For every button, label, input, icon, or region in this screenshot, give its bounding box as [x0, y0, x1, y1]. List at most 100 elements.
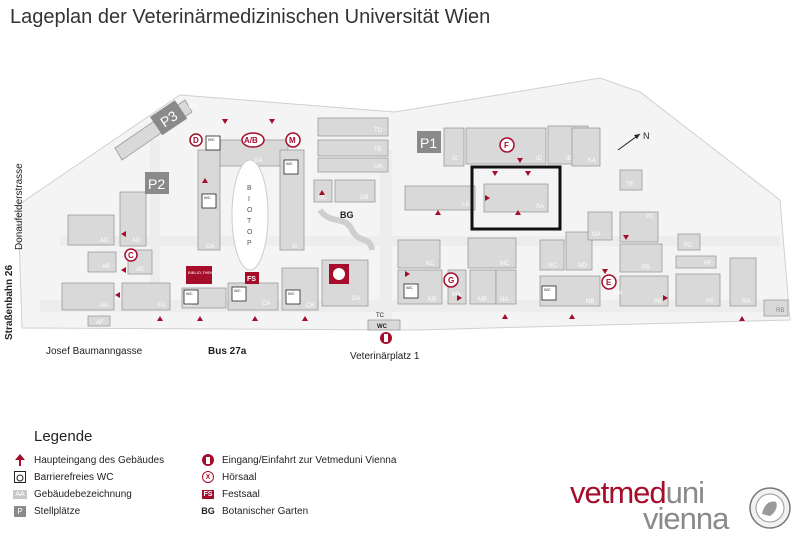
- university-seal-icon: [749, 487, 791, 529]
- label-cb: CB: [306, 303, 314, 309]
- label-oa: OA: [614, 291, 623, 297]
- building-ib: [443, 127, 465, 167]
- label-pc: PC: [646, 214, 655, 220]
- legend-botanical-garden: BG Botanischer Garten: [201, 505, 309, 517]
- entrance-arrow: [623, 235, 629, 240]
- label-fa: GA: [254, 158, 263, 164]
- label-tb: TD: [374, 128, 383, 134]
- building-sa: [483, 183, 549, 213]
- parking-p3: P3: [150, 100, 188, 136]
- entrance-arrow: [302, 316, 308, 321]
- building-nd: [587, 211, 613, 241]
- svg-text:WC: WC: [208, 137, 215, 142]
- biotop-letter: T: [247, 218, 252, 225]
- legend-title: Legende: [34, 428, 93, 445]
- svg-text:C: C: [128, 251, 134, 260]
- label-pb: PB: [642, 265, 650, 271]
- accessible-wc-icon: WC: [403, 283, 419, 299]
- label-kc: LA: [462, 202, 469, 208]
- label-tc: TE: [374, 147, 382, 153]
- entrance-arrow: [525, 171, 531, 176]
- label-na: NB: [586, 299, 594, 305]
- main-entrance-icon: [380, 332, 392, 344]
- biotop-letter: P: [247, 240, 252, 247]
- building-kb: [397, 239, 441, 269]
- building-af: [87, 315, 111, 327]
- label-pd: PD: [684, 243, 693, 249]
- building-ad: [119, 191, 147, 247]
- street-donaufelderstrasse: Donaufelderstrasse: [14, 163, 25, 250]
- vetmeduni-logo: vetmeduni vienna: [570, 475, 800, 534]
- building-ra: [729, 257, 757, 307]
- svg-text:P1: P1: [420, 135, 437, 151]
- building-ua: [619, 169, 643, 191]
- accessible-wc-icon: WC: [231, 286, 247, 302]
- lecture-hall-m: M: [285, 132, 301, 148]
- lecture-hall-ab: A/B: [241, 132, 265, 148]
- building-tb: [317, 117, 389, 137]
- label-ma: MB: [478, 297, 487, 303]
- biotop-letter: O: [247, 207, 253, 214]
- mensa-icon: [329, 264, 349, 284]
- entrance-arrow: [663, 295, 668, 301]
- svg-text:N: N: [643, 131, 650, 141]
- svg-text:M: M: [289, 136, 296, 145]
- label-ka: KB: [428, 297, 436, 303]
- library-icon: BIBLIO-THEK: [186, 266, 213, 284]
- highlighted-building-sa: [470, 165, 562, 231]
- festsaal-icon: FS: [201, 489, 215, 499]
- entrance-arrow: [252, 316, 258, 321]
- label-ta: TC: [376, 313, 385, 319]
- building-pa: [619, 275, 669, 307]
- building-wa: [367, 319, 401, 331]
- logo-vienna: vienna: [643, 501, 729, 536]
- legend-lecture-hall: X Hörsaal: [200, 469, 256, 485]
- entrance-arrow: [739, 316, 745, 321]
- lecture-hall-e: E: [601, 274, 617, 290]
- building-rb: [763, 299, 789, 317]
- biotop-letter: I: [248, 196, 250, 203]
- entrance-arrow: [115, 292, 120, 298]
- festsaal-icon: FS: [245, 272, 259, 284]
- north-arrow-icon: N: [617, 131, 650, 151]
- svg-text:WC: WC: [186, 291, 193, 296]
- building-tc: [317, 139, 389, 157]
- building-code-icon: AA: [13, 489, 27, 499]
- entrance-arrow: [269, 119, 275, 124]
- label-ie: KA: [588, 158, 596, 164]
- label-ic: ID: [536, 156, 543, 162]
- label-db: DB: [360, 195, 368, 201]
- logo-vetmed: vetmed: [570, 475, 667, 510]
- accessible-wc-icon: WC: [283, 159, 299, 175]
- botanical-garden-paths: [317, 208, 375, 251]
- entrance-arrow: [502, 314, 508, 319]
- building-pb: [619, 243, 663, 273]
- label-oa-left: OA: [206, 244, 215, 250]
- botanical-garden-icon: BG: [201, 506, 215, 516]
- svg-text:WC: WC: [286, 161, 293, 166]
- label-pa: PA: [654, 299, 662, 305]
- svg-text:WC: WC: [234, 288, 241, 293]
- label-ha: IA: [292, 244, 298, 250]
- building-pd: [677, 233, 701, 251]
- label-pe: PE: [706, 299, 714, 305]
- building-dc: [313, 179, 333, 203]
- bus-27a: Bus 27a: [208, 346, 247, 357]
- entrance-arrow: [515, 210, 521, 215]
- parking-p1: P1: [417, 131, 441, 153]
- svg-text:D: D: [193, 136, 199, 145]
- legend-building-code: AA Gebäudebezeichnung: [13, 488, 132, 500]
- svg-text:A/B: A/B: [244, 136, 258, 145]
- label-ea: FA: [158, 303, 165, 309]
- svg-text:BIBLIO-THEK: BIBLIO-THEK: [188, 270, 213, 275]
- accessible-wc-icon: WC: [183, 289, 199, 305]
- entrance-arrow: [485, 195, 490, 201]
- label-aa: AA: [100, 303, 108, 309]
- entrance-arrow: [602, 269, 608, 274]
- building-ac: [67, 214, 115, 246]
- entrance-arrow: [492, 171, 498, 176]
- svg-text:G: G: [448, 276, 454, 285]
- label-ac: AC: [100, 238, 109, 244]
- building-kc: [404, 185, 476, 211]
- building-pf: [675, 255, 717, 269]
